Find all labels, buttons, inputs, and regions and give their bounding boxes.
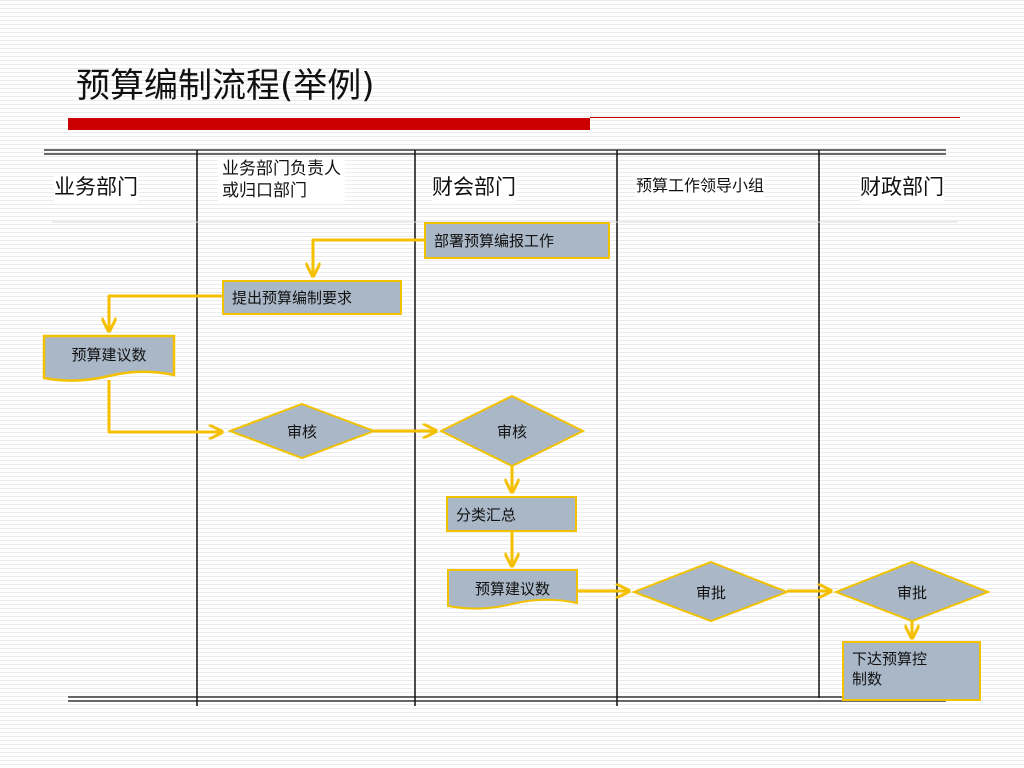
lane-header-manager: 业务部门负责人 或归口部门 [218, 158, 345, 203]
title-underline-accent [68, 118, 590, 130]
node-review-manager: 审核 [286, 423, 317, 441]
lane-header-business: 业务部门 [54, 174, 138, 202]
node-budget-requirements: 提出预算编制要求 [222, 280, 402, 315]
node-proposal-finance: 预算建议数 [474, 580, 550, 598]
node-proposal-business: 预算建议数 [71, 346, 147, 364]
approve-group-diamond [631, 560, 790, 623]
node-review-finance: 审核 [496, 423, 527, 441]
node-issue-control-figures: 下达预算控 制数 [842, 641, 981, 701]
review-manager-diamond [227, 402, 377, 460]
issue-line2: 制数 [852, 670, 883, 689]
lane-header-finance-bureau: 财政部门 [860, 174, 944, 202]
title-underline-thin [590, 117, 960, 118]
connector-deploy-to-require [313, 238, 424, 276]
connectors [107, 238, 912, 638]
proposal-business-doc-shape [42, 334, 176, 382]
lane-header-manager-line1: 业务部门负责人 [222, 159, 341, 179]
node-classify-summary: 分类汇总 [446, 496, 577, 532]
page-title: 预算编制流程(举例) [76, 66, 375, 106]
node-approve-bureau: 审批 [896, 584, 927, 602]
issue-line1: 下达预算控 [852, 650, 928, 668]
connector-require-to-proposal [109, 294, 222, 331]
proposal-finance-doc-shape [447, 569, 578, 610]
node-approve-leadership: 审批 [695, 584, 726, 602]
lane-header-finance: 财会部门 [432, 174, 516, 202]
lane-header-leadership-group: 预算工作领导小组 [636, 176, 765, 197]
node-deploy-budget-work: 部署预算编报工作 [424, 222, 610, 259]
connector-proposal-to-review [107, 380, 222, 432]
lane-header-manager-line2: 或归口部门 [222, 181, 307, 202]
